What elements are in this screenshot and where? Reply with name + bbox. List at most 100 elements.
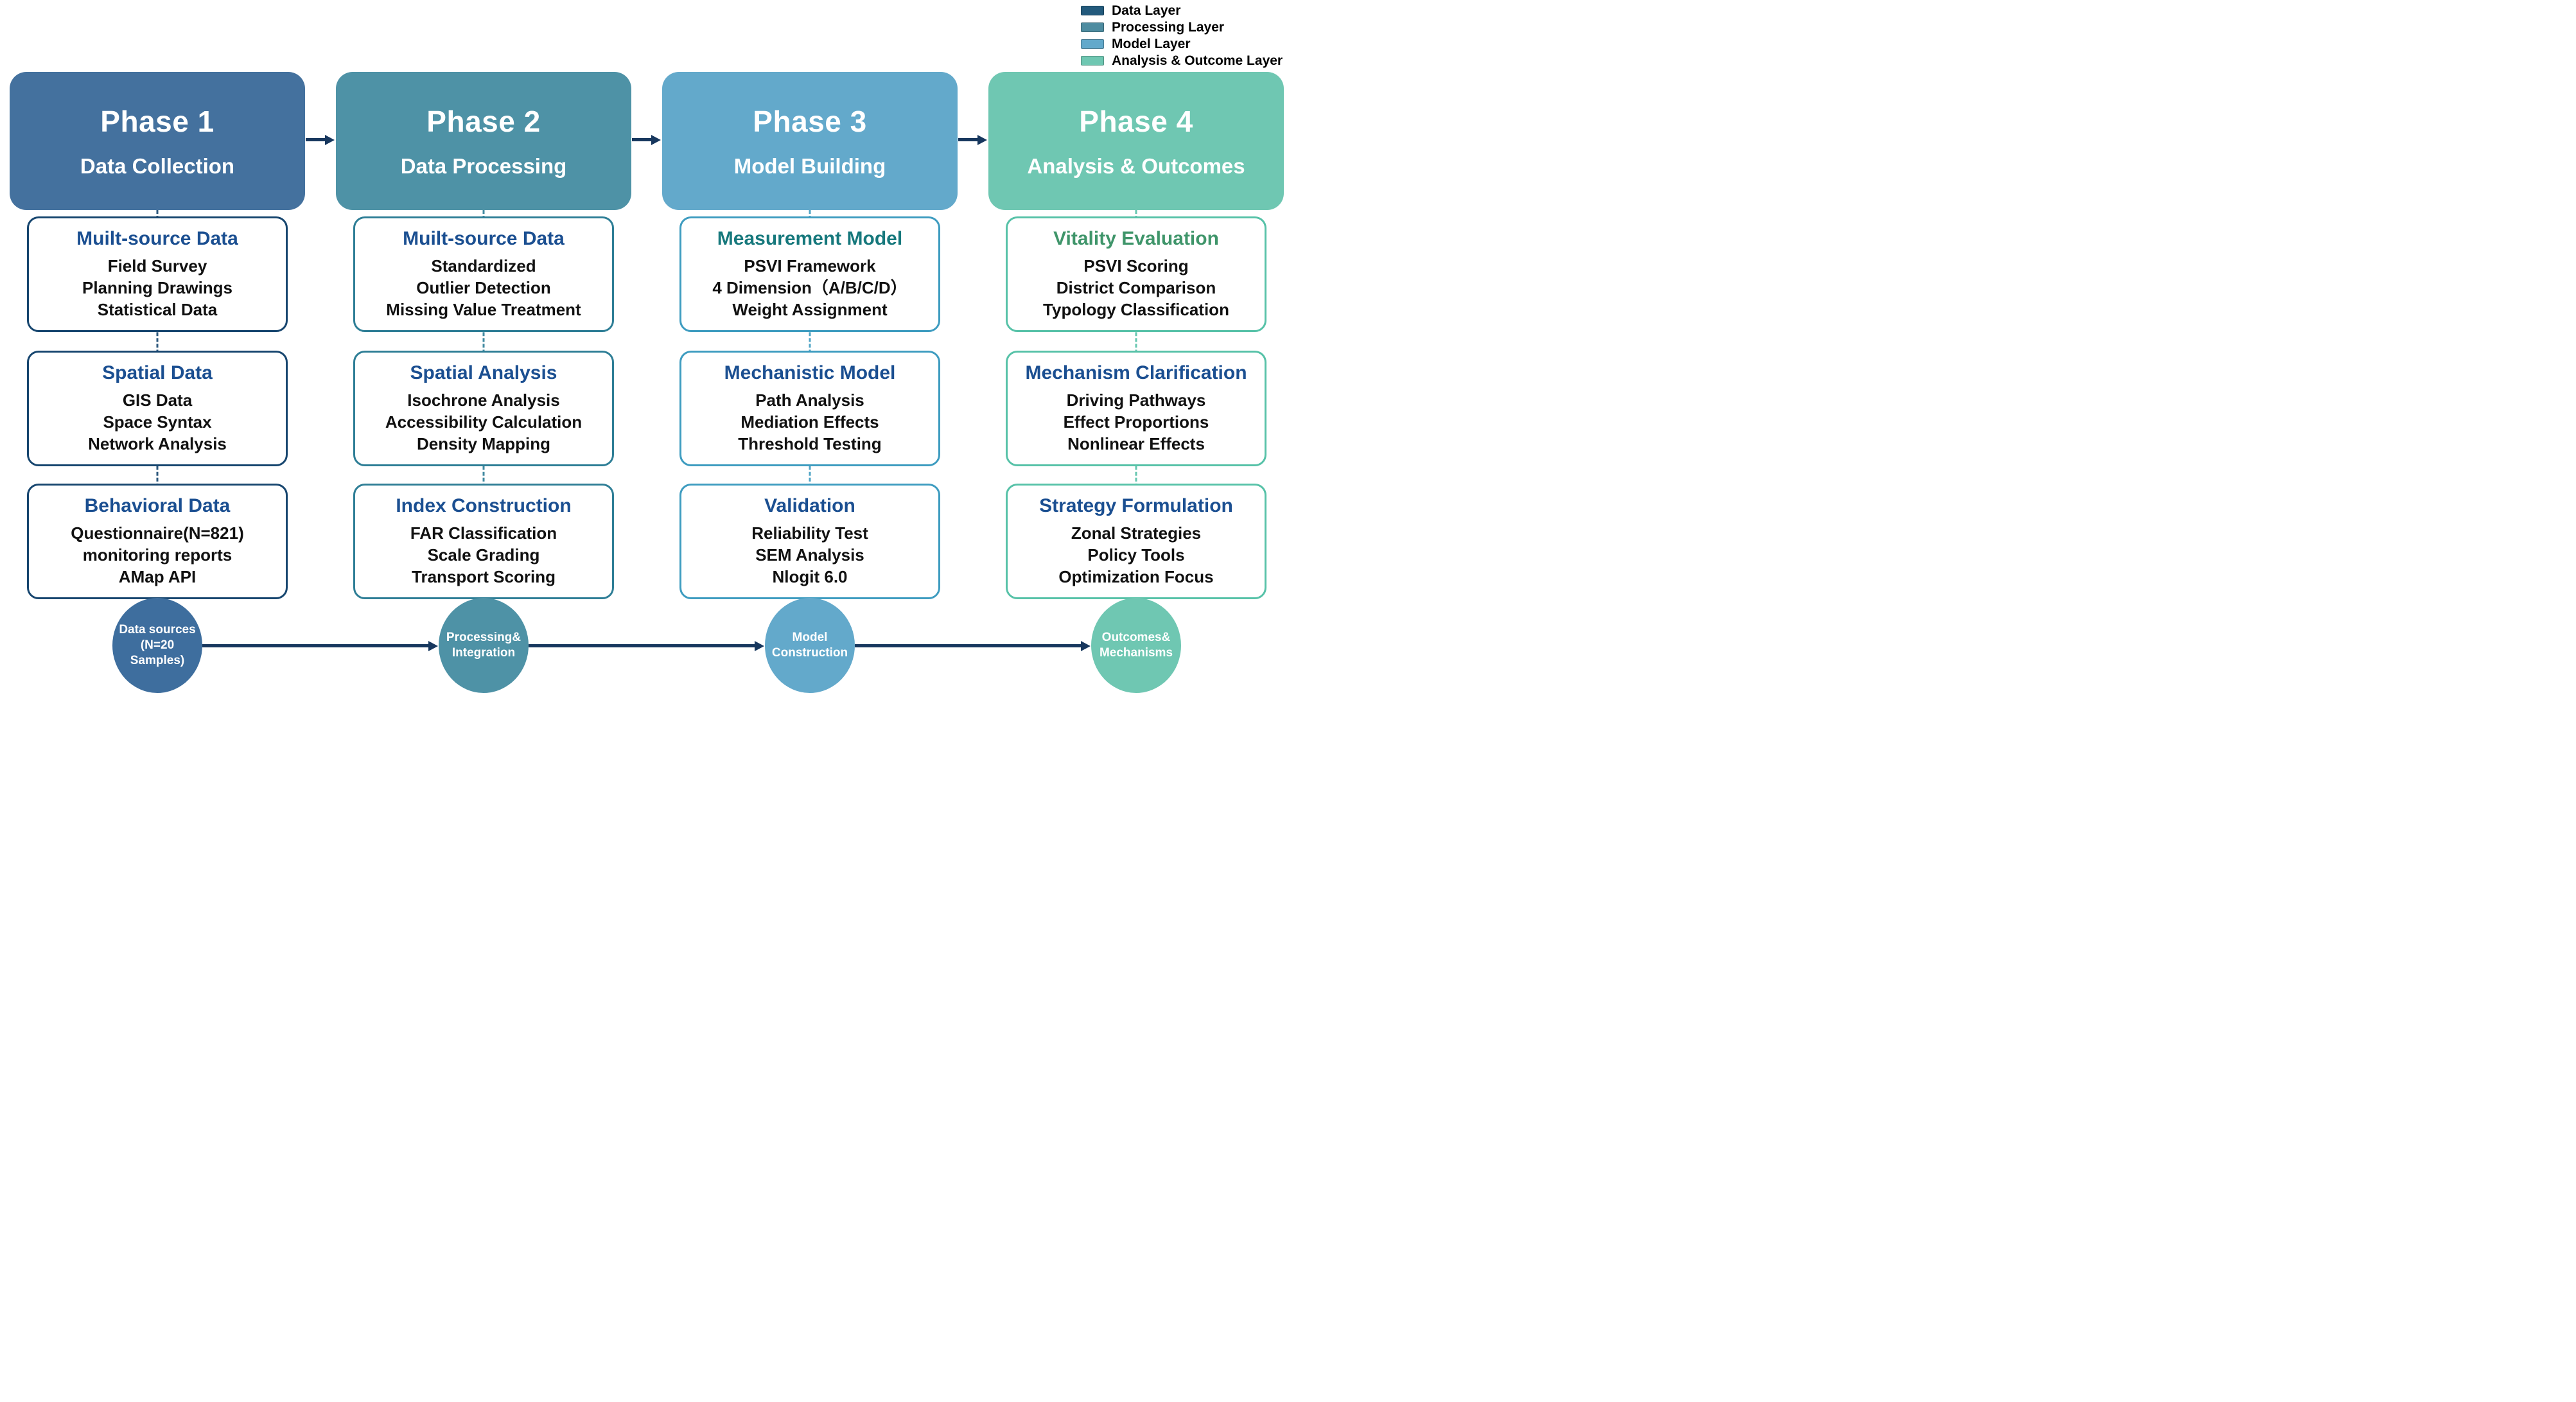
box-item: PSVI Framework	[744, 256, 876, 276]
box-item: 4 Dimension（A/B/C/D）	[712, 277, 907, 297]
phase-1-column: Phase 1 Data Collection Muilt-source Dat…	[10, 0, 305, 701]
circle-label: Construction	[771, 646, 848, 660]
arrow-right-icon	[202, 641, 438, 651]
phase-3-title: Phase 3	[753, 104, 867, 138]
box-item: Field Survey	[107, 256, 207, 276]
phase-4-box-strategy-formulation: Strategy Formulation Zonal Strategies Po…	[1006, 484, 1266, 599]
phase-3-box-measurement-model: Measurement Model PSVI Framework 4 Dimen…	[679, 216, 940, 332]
box-item: Isochrone Analysis	[407, 390, 560, 410]
box-title: Muilt-source Data	[76, 227, 238, 249]
box-item: Missing Value Treatment	[386, 300, 581, 320]
phase-2-title: Phase 2	[426, 104, 541, 138]
legend-label: Model Layer	[1112, 36, 1191, 51]
phase-4-header: Phase 4 Analysis & Outcomes	[988, 72, 1284, 210]
methodology-flow-diagram: Data Layer Processing Layer Model Layer …	[0, 0, 1288, 701]
box-title: Mechanism Clarification	[1025, 362, 1247, 383]
box-item: Nonlinear Effects	[1067, 434, 1205, 454]
phase-1-box-spatial-data: Spatial Data GIS Data Space Syntax Netwo…	[27, 351, 288, 466]
box-item: Network Analysis	[88, 434, 227, 454]
phase-2-box-index-construction: Index Construction FAR Classification Sc…	[353, 484, 614, 599]
phase-1-flow-circle: Data sources (N=20 Samples)	[112, 598, 202, 693]
arrow-right-icon	[958, 135, 987, 145]
box-title: Validation	[764, 495, 855, 516]
phase-2-box-spatial-analysis: Spatial Analysis Isochrone Analysis Acce…	[353, 351, 614, 466]
phase-4-column: Phase 4 Analysis & Outcomes Vitality Eva…	[988, 0, 1284, 701]
processing-layer-swatch-icon	[1081, 22, 1104, 32]
box-item: Path Analysis	[755, 390, 864, 410]
box-title: Index Construction	[396, 495, 572, 516]
box-title: Vitality Evaluation	[1053, 227, 1219, 249]
phase-3-box-validation: Validation Reliability Test SEM Analysis…	[679, 484, 940, 599]
legend-item: Data Layer	[1081, 3, 1283, 18]
circle-label: Outcomes&	[1101, 631, 1171, 645]
box-item: SEM Analysis	[755, 545, 864, 565]
arrow-right-icon	[529, 641, 764, 651]
phase-4-flow-circle: Outcomes& Mechanisms	[1091, 598, 1181, 693]
box-title: Strategy Formulation	[1039, 495, 1233, 516]
box-title: Mechanistic Model	[724, 362, 896, 383]
circle-label: Model	[792, 631, 828, 645]
model-layer-swatch-icon	[1081, 39, 1104, 49]
box-item: GIS Data	[122, 390, 193, 410]
box-title: Muilt-source Data	[403, 227, 565, 249]
phase-1-box-multi-source-data: Muilt-source Data Field Survey Planning …	[27, 216, 288, 332]
box-item: Typology Classification	[1043, 300, 1229, 320]
phase-4-box-mechanism-clarification: Mechanism Clarification Driving Pathways…	[1006, 351, 1266, 466]
arrow-right-icon	[632, 135, 661, 145]
box-item: Threshold Testing	[738, 434, 882, 454]
arrow-right-icon	[855, 641, 1091, 651]
box-item: Planning Drawings	[82, 277, 233, 297]
legend-item: Analysis & Outcome Layer	[1081, 53, 1283, 68]
phase-3-header: Phase 3 Model Building	[662, 72, 958, 210]
box-item: Policy Tools	[1087, 545, 1185, 565]
box-item: Driving Pathways	[1066, 390, 1206, 410]
phase-2-column: Phase 2 Data Processing Muilt-source Dat…	[336, 0, 631, 701]
legend: Data Layer Processing Layer Model Layer …	[1081, 3, 1283, 71]
box-item: Accessibility Calculation	[385, 412, 583, 432]
box-item: Mediation Effects	[740, 412, 879, 432]
phase-4-title: Phase 4	[1079, 104, 1193, 138]
box-item: Space Syntax	[103, 412, 212, 432]
box-item: Questionnaire(N=821)	[71, 523, 244, 543]
circle-label: Data sources	[119, 623, 196, 637]
legend-label: Processing Layer	[1112, 19, 1225, 35]
box-item: Standardized	[431, 256, 536, 276]
phase-4-box-vitality-evaluation: Vitality Evaluation PSVI Scoring Distric…	[1006, 216, 1266, 332]
legend-item: Processing Layer	[1081, 19, 1283, 35]
phase-1-box-behavioral-data: Behavioral Data Questionnaire(N=821) mon…	[27, 484, 288, 599]
box-item: FAR Classification	[410, 523, 557, 543]
circle-label: Processing&	[446, 631, 521, 645]
box-item: Zonal Strategies	[1071, 523, 1202, 543]
box-title: Spatial Data	[102, 362, 213, 383]
box-item: Transport Scoring	[412, 567, 556, 587]
box-item: Outlier Detection	[416, 277, 551, 297]
box-item: Scale Grading	[427, 545, 540, 565]
box-item: Reliability Test	[751, 523, 868, 543]
box-title: Spatial Analysis	[410, 362, 557, 383]
phase-1-title: Phase 1	[100, 104, 215, 138]
data-layer-swatch-icon	[1081, 6, 1104, 15]
box-item: AMap API	[118, 567, 197, 587]
circle-label: Mechanisms	[1099, 646, 1173, 660]
phase-2-box-multi-source-data: Muilt-source Data Standardized Outlier D…	[353, 216, 614, 332]
box-title: Behavioral Data	[84, 495, 231, 516]
box-item: Weight Assignment	[732, 300, 888, 320]
legend-label: Data Layer	[1112, 3, 1181, 18]
box-item: PSVI Scoring	[1083, 256, 1189, 276]
box-item: District Comparison	[1056, 277, 1216, 297]
legend-item: Model Layer	[1081, 37, 1283, 51]
phase-3-column: Phase 3 Model Building Measurement Model…	[662, 0, 958, 701]
phase-3-box-mechanistic-model: Mechanistic Model Path Analysis Mediatio…	[679, 351, 940, 466]
analysis-outcome-layer-swatch-icon	[1081, 56, 1104, 66]
box-item: Effect Proportions	[1063, 412, 1209, 432]
phase-1-header: Phase 1 Data Collection	[10, 72, 305, 210]
phase-2-subtitle: Data Processing	[400, 153, 567, 178]
legend-label: Analysis & Outcome Layer	[1112, 53, 1283, 68]
circle-label: Integration	[451, 646, 516, 660]
arrow-right-icon	[306, 135, 335, 145]
phase-3-subtitle: Model Building	[733, 153, 886, 178]
phase-1-subtitle: Data Collection	[80, 153, 235, 178]
box-item: Statistical Data	[97, 300, 218, 320]
box-title: Measurement Model	[717, 227, 903, 249]
box-item: monitoring reports	[82, 545, 232, 565]
